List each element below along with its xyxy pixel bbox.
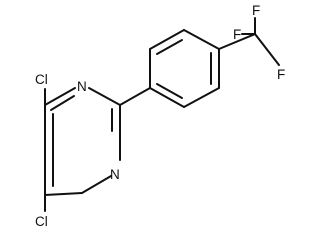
atom-labels: Cl N N Cl F F F bbox=[35, 3, 285, 229]
atom-label-n-upper: N bbox=[77, 79, 87, 94]
atom-label-cl-bottom: Cl bbox=[35, 214, 48, 229]
atom-label-f-left: F bbox=[233, 27, 241, 42]
bond-pyrimidine-1-inner bbox=[50, 95, 75, 111]
bond-pyrimidine-6 bbox=[44, 192, 83, 196]
atom-label-f-right: F bbox=[277, 67, 285, 82]
bond-cf3-link bbox=[218, 33, 256, 50]
bond-benzene-5 bbox=[183, 87, 220, 108]
bond-benzene-2-inner bbox=[156, 39, 183, 55]
bond-benzene-6-inner bbox=[156, 83, 183, 99]
atom-label-cl-top: Cl bbox=[35, 72, 48, 87]
bond-pyrimidine-5 bbox=[81, 175, 112, 194]
bond-lines bbox=[44, 17, 280, 212]
bond-pyrimidine-1 bbox=[44, 87, 76, 106]
chemical-structure-diagram: Cl N N Cl F F F bbox=[35, 3, 285, 229]
atom-label-f-top: F bbox=[252, 3, 260, 18]
bond-benzene-6 bbox=[149, 87, 185, 108]
atom-label-n-lower: N bbox=[110, 167, 120, 182]
bond-cf3-f-right bbox=[254, 33, 280, 66]
bond-pyrimidine-2 bbox=[88, 87, 121, 106]
bond-benzene-3 bbox=[183, 29, 220, 50]
bond-ring-link bbox=[119, 87, 151, 106]
bond-benzene-2 bbox=[149, 29, 185, 50]
